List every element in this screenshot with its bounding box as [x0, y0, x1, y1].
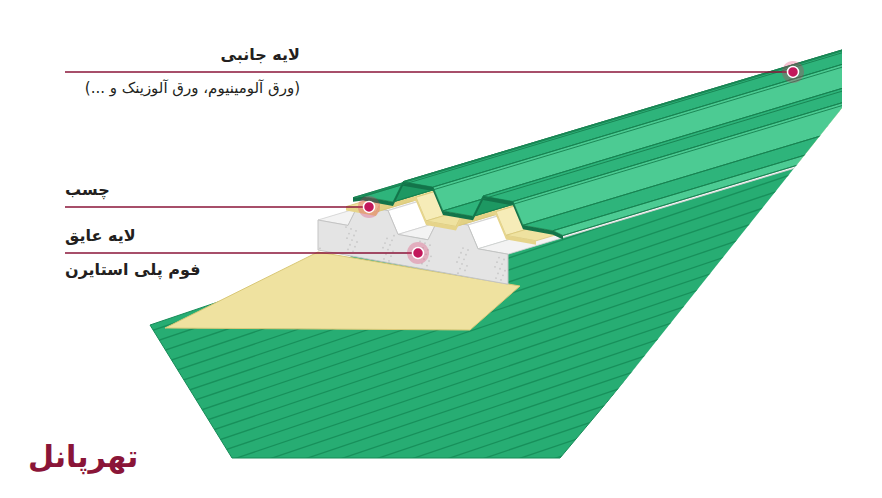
foam-texture [503, 259, 505, 261]
foam-texture [319, 247, 321, 249]
leader-line [65, 252, 414, 254]
foam-texture [466, 265, 468, 267]
foam-texture [457, 272, 459, 274]
callout-dot [413, 248, 424, 259]
callout-dot [782, 61, 804, 83]
sheet-rib [553, 58, 882, 231]
foam-texture [387, 249, 389, 251]
callout-label: فوم پلی استایرن [65, 260, 200, 280]
foam-texture [461, 263, 463, 265]
foam-texture [424, 242, 426, 244]
sheet-face [523, 53, 882, 231]
sheet-rib [100, 330, 882, 498]
foam-texture [426, 265, 428, 267]
leader-line [65, 71, 789, 73]
foam-texture [462, 247, 464, 249]
sheet-rib [100, 354, 882, 498]
note-text: (ورق آلومینیوم، ورق آلوزینک و ...) [85, 79, 300, 98]
foam-texture [465, 254, 467, 256]
foam-texture [353, 235, 355, 237]
foam-texture [382, 247, 384, 249]
sheet-rib [100, 246, 882, 498]
sheet-rib [483, 24, 882, 197]
logo-text: تهرپانل [28, 438, 138, 476]
foam-texture [392, 251, 394, 253]
foam-texture [494, 266, 496, 268]
leader-line [65, 206, 365, 208]
foam-texture [458, 256, 460, 258]
foam-texture [459, 268, 461, 270]
foam-texture [346, 237, 348, 239]
foam-texture [464, 270, 466, 272]
foam-texture [389, 244, 391, 246]
foam-texture [501, 263, 503, 265]
sheet-rib [100, 342, 882, 498]
sheet-rib [523, 53, 882, 226]
callout-dot [358, 196, 380, 218]
sheet-rib [563, 63, 882, 236]
leader-lines [65, 61, 804, 264]
sheet-rib [513, 29, 882, 202]
foam-texture [391, 239, 393, 241]
foam-texture [460, 252, 462, 254]
foam-texture [430, 255, 432, 257]
callout-dot [407, 242, 429, 264]
sheet-rib [403, 9, 882, 182]
foam-texture [500, 279, 502, 281]
foam-texture [463, 258, 465, 260]
sheet-rib [353, 25, 882, 198]
sheet-face [513, 29, 882, 225]
foam-texture [429, 244, 431, 246]
foam-texture [352, 250, 354, 252]
top-sheet [353, 9, 882, 239]
sheet-rib [443, 38, 882, 211]
sheet-rib [473, 44, 882, 217]
foam-texture [502, 274, 504, 276]
foam-texture [345, 226, 347, 228]
foam-texture [504, 270, 506, 272]
foam-texture [386, 238, 388, 240]
foam-texture [497, 273, 499, 275]
callout-label: لایه عایق [65, 226, 136, 246]
foam-texture [349, 244, 351, 246]
foam-texture [495, 277, 497, 279]
callout-label: لایه جانبی [221, 45, 300, 65]
callout-dot [364, 201, 375, 212]
foam-texture [496, 261, 498, 263]
foam-texture [498, 257, 500, 259]
foam-texture [428, 260, 430, 262]
sheet-rib [100, 318, 882, 498]
foam-texture [467, 249, 469, 251]
foam-texture [356, 241, 358, 243]
foam-texture [499, 268, 501, 270]
sheet-rib [100, 306, 882, 498]
callout-label: چسب [65, 180, 110, 200]
sheet-rib [100, 174, 882, 444]
foam-texture [354, 246, 356, 248]
foam-texture [384, 242, 386, 244]
foam-texture [347, 249, 349, 251]
foam-texture [350, 228, 352, 230]
foam-texture [383, 258, 385, 260]
sheet-face [553, 58, 882, 235]
foam-texture [355, 230, 357, 232]
foam-texture [419, 240, 421, 242]
foam-texture [456, 261, 458, 263]
callout-dot [788, 66, 799, 77]
foam-texture [388, 260, 390, 262]
foam-texture [390, 255, 392, 257]
foam-texture [351, 239, 353, 241]
foam-texture [393, 235, 395, 237]
foam-texture [348, 233, 350, 235]
